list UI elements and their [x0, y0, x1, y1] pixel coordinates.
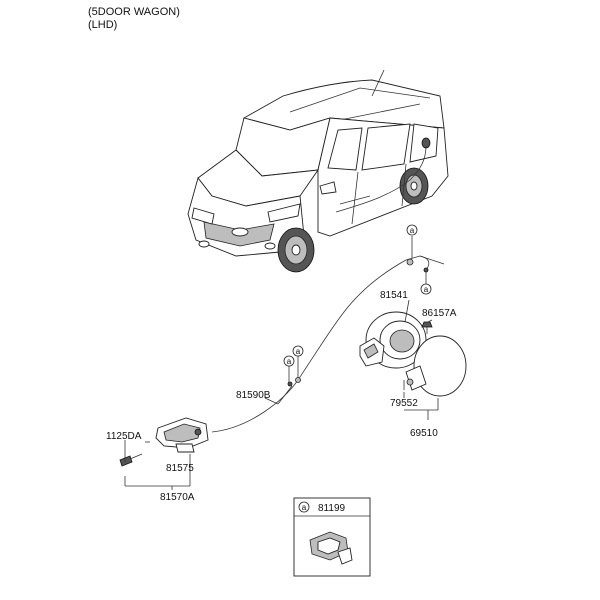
svg-text:a: a: [296, 347, 301, 356]
reference-marker: a: [283, 355, 295, 367]
clip-81199-icon: [309, 531, 353, 565]
header-drive: (LHD): [88, 19, 118, 31]
fuel-filler-housing: [359, 311, 427, 369]
screw-86157a-icon: [421, 321, 433, 334]
label-81570a: 81570A: [160, 492, 195, 503]
label-79552: 79552: [390, 398, 418, 409]
svg-text:a: a: [287, 357, 292, 366]
label-81575: 81575: [166, 463, 194, 474]
bolt-1125da-icon: [119, 453, 143, 467]
car-illustration: [187, 69, 449, 273]
release-lever-assembly: [155, 417, 209, 453]
label-1125da: 1125DA: [106, 431, 142, 442]
svg-text:a: a: [302, 503, 307, 512]
svg-text:a: a: [410, 226, 415, 235]
inset-81199: a 81199: [293, 497, 371, 577]
leader-lines: [124, 236, 439, 490]
release-cable: [211, 255, 445, 433]
label-81590b: 81590B: [236, 390, 271, 401]
label-69510: 69510: [410, 428, 438, 439]
label-86157a: 86157A: [422, 308, 457, 319]
svg-text:a: a: [424, 285, 429, 294]
reference-marker: a: [292, 345, 304, 357]
label-81541: 81541: [380, 290, 408, 301]
fuel-filler-door: [405, 335, 467, 397]
reference-marker: a: [406, 224, 418, 236]
label-81199: 81199: [318, 503, 346, 514]
header-model: (5DOOR WAGON): [88, 6, 180, 18]
reference-marker: a: [420, 283, 432, 295]
